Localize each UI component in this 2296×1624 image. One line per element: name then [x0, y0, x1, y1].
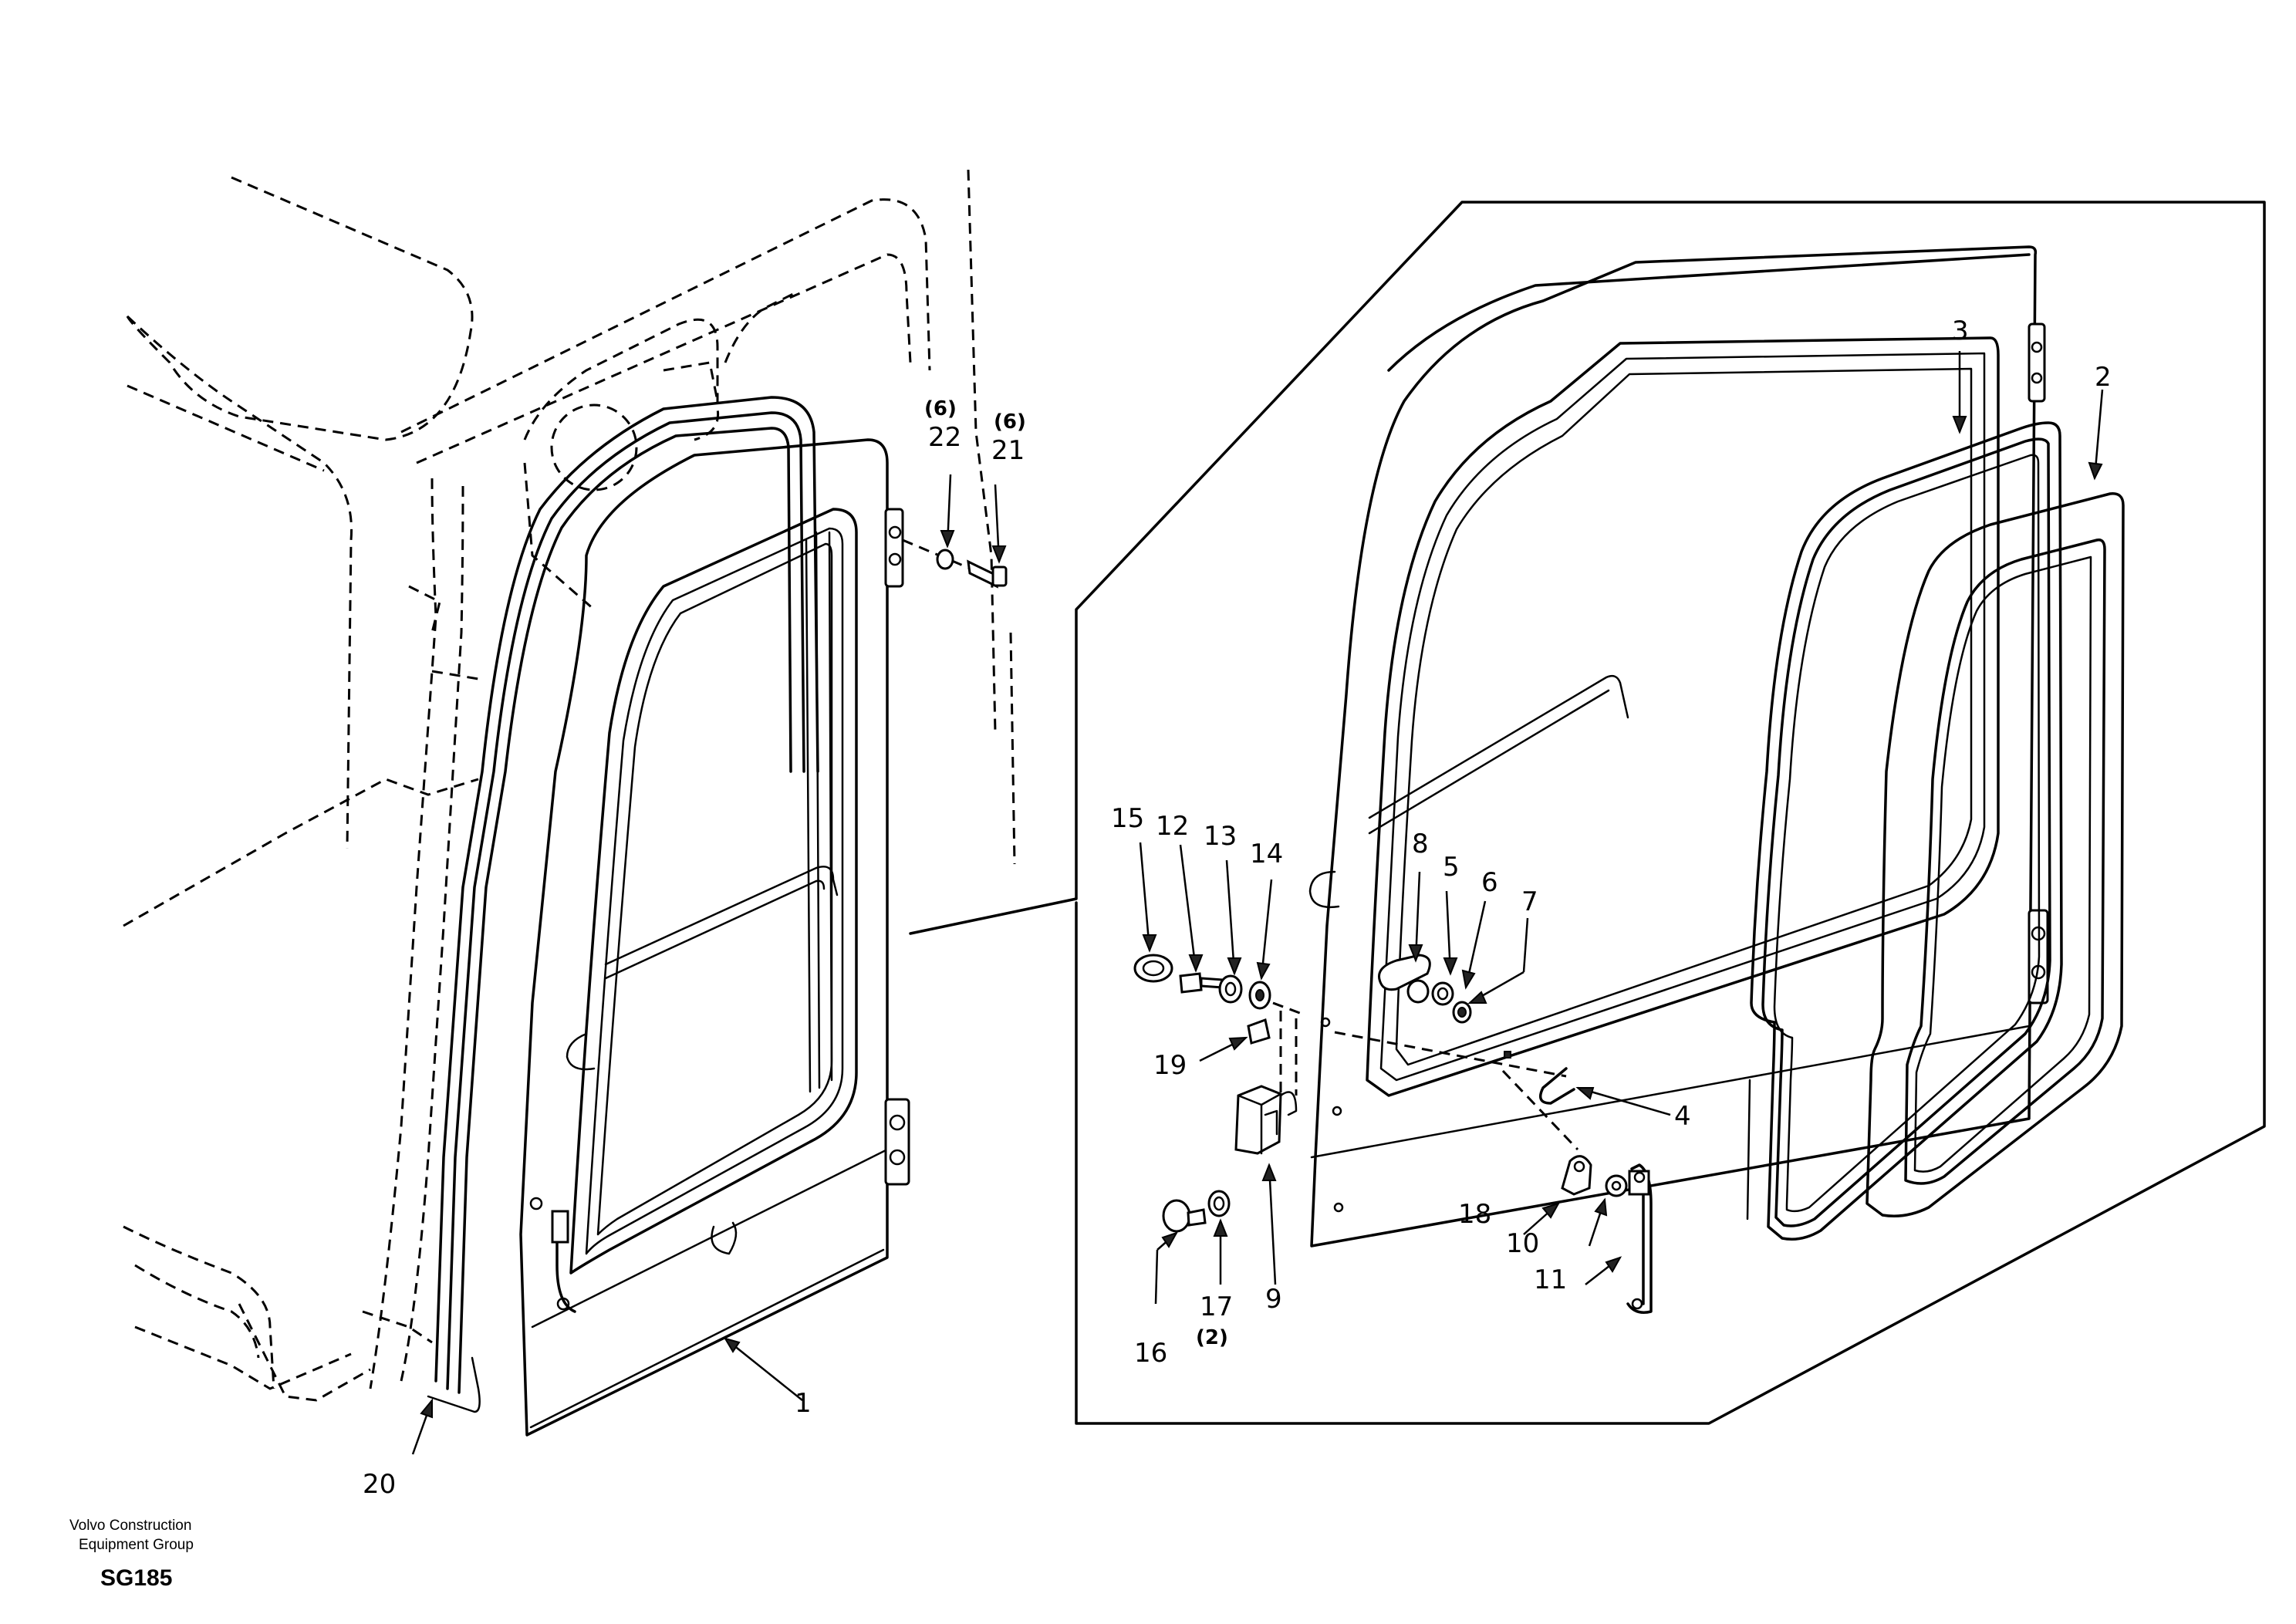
callout-4: 4 — [1674, 1101, 1691, 1132]
washer-17 — [1207, 1190, 1231, 1217]
bolt-16 — [1162, 1199, 1191, 1233]
striker-4 — [1538, 1067, 1575, 1105]
company-name-line2: Equipment Group — [79, 1537, 194, 1553]
grommet-15 — [1133, 954, 1173, 983]
callout-13: 13 — [1204, 821, 1237, 852]
callout-18: 18 — [1458, 1199, 1491, 1230]
callout-21: 21 — [991, 435, 1025, 466]
door-assembly-left — [519, 438, 910, 1437]
callout-12: 12 — [1156, 811, 1189, 842]
callout-17: 17 — [1200, 1291, 1233, 1322]
callout-16: 16 — [1134, 1338, 1167, 1369]
washer-22 — [936, 549, 954, 570]
callout-10: 10 — [1506, 1228, 1539, 1259]
nut-5 — [1406, 979, 1430, 1004]
callout-5: 5 — [1443, 852, 1460, 883]
cab-outline — [123, 169, 1016, 1402]
quantity-22: (6) — [924, 397, 957, 420]
callout-7: 7 — [1521, 886, 1538, 917]
callout-2: 2 — [2095, 362, 2112, 393]
callout-14: 14 — [1250, 839, 1283, 869]
handle-11 — [1626, 1163, 1653, 1314]
plate-8 — [1378, 954, 1431, 991]
small-parts — [1133, 954, 1653, 1314]
glass-pane-2 — [1866, 492, 2125, 1217]
company-name-line1: Volvo Construction — [69, 1518, 191, 1534]
washer-6 — [1431, 981, 1454, 1006]
glass-frame-3 — [1746, 421, 2063, 1241]
callout-9: 9 — [1265, 1284, 1282, 1315]
washer-10 — [1605, 1174, 1628, 1197]
callout-8: 8 — [1412, 829, 1429, 859]
callout-labels: 1 2 3 4 5 6 7 8 9 10 11 12 13 14 15 16 1… — [363, 316, 2112, 1500]
quantity-21: (6) — [994, 410, 1026, 434]
callout-11: 11 — [1534, 1264, 1567, 1295]
callout-15: 15 — [1111, 803, 1144, 834]
washer-13 — [1218, 974, 1243, 1004]
quantity-17: (2) — [1196, 1326, 1228, 1349]
footer: Volvo Construction Equipment Group SG185 — [69, 1518, 194, 1591]
callout-22: 22 — [928, 422, 961, 453]
clip-19 — [1247, 1018, 1271, 1045]
callout-1: 1 — [795, 1388, 812, 1419]
callout-6: 6 — [1481, 867, 1498, 898]
drawing-code: SG185 — [100, 1565, 172, 1591]
door-seal-left — [427, 396, 819, 1413]
bolt-12 — [1179, 972, 1203, 994]
callout-20: 20 — [363, 1469, 396, 1500]
detail-frame — [909, 201, 2266, 1425]
leader-lines — [411, 351, 2104, 1455]
callout-3: 3 — [1952, 316, 1969, 346]
callout-19: 19 — [1153, 1050, 1187, 1081]
hinge-bolt-group — [902, 539, 1008, 589]
